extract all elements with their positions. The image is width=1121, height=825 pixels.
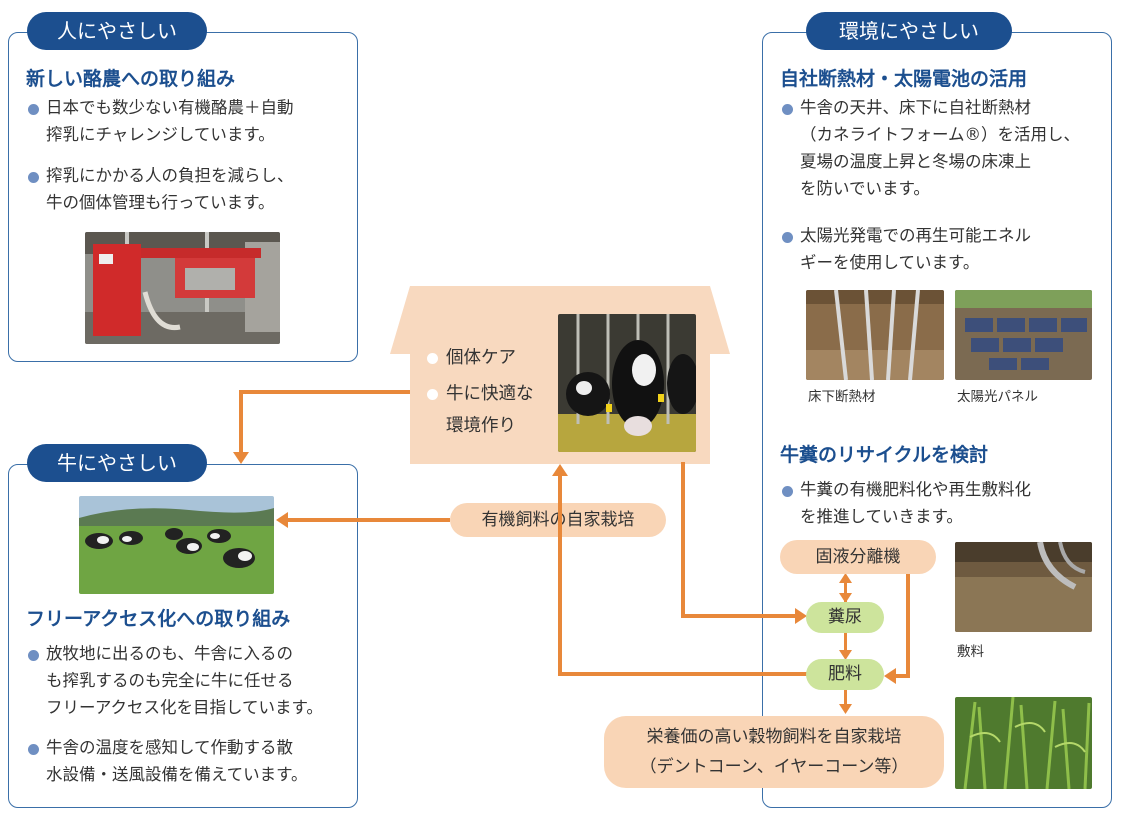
text-organic-dairy: 日本でも数少ない有機酪農＋自動 搾乳にチャレンジしています。 (46, 98, 294, 144)
heading-insulation-solar: 自社断熱材・太陽電池の活用 (780, 68, 1028, 90)
underfloor-insulation-photo (806, 290, 944, 380)
arrowhead-icon (276, 512, 288, 528)
bullet-icon (28, 172, 39, 183)
arrowhead-icon (839, 704, 852, 714)
bullet-icon (28, 744, 39, 755)
bedding-photo (955, 542, 1092, 632)
tab-cow-friendly: 牛にやさしい (27, 444, 207, 482)
text-insulation: 牛舎の天井、床下に自社断熱材 （カネライトフォーム®）を活用し、 夏場の温度上昇… (800, 98, 1081, 198)
arrowhead-icon (233, 452, 249, 464)
bullet-icon (28, 650, 39, 661)
grain-feed-line1: 栄養価の高い穀物飼料を自家栽培 (646, 727, 902, 747)
arrowhead-icon (552, 464, 568, 476)
barn-cows-photo (558, 314, 696, 452)
arrowhead-icon (795, 608, 807, 624)
heading-manure-recycle: 牛糞のリサイクルを検討 (780, 444, 989, 466)
bullet-icon (427, 353, 438, 364)
node-manure: 糞尿 (806, 602, 884, 633)
tab-eco-friendly: 環境にやさしい (806, 12, 1012, 50)
node-fertilizer: 肥料 (806, 659, 884, 690)
bullet-icon (782, 104, 793, 115)
text-reduce-burden: 搾乳にかかる人の負担を減らし、 牛の個体管理も行っています。 (46, 166, 294, 212)
arrow-line (288, 518, 450, 522)
arrow-line (681, 614, 797, 618)
caption-bedding: 敷料 (957, 644, 984, 660)
arrow-line (681, 462, 685, 618)
tab-people-friendly: 人にやさしい (27, 12, 207, 50)
caption-underfloor-insulation: 床下断熱材 (808, 389, 876, 405)
cows-pasture-photo (79, 496, 274, 594)
heading-free-access: フリーアクセス化への取り組み (26, 608, 291, 630)
house-item-individual-care: 個体ケア (446, 348, 516, 368)
milking-robot-photo (85, 232, 280, 344)
arrow-line (906, 558, 910, 678)
arrowhead-icon (839, 573, 852, 583)
arrowhead-icon (884, 668, 896, 684)
grain-feed-line2: （デントコーン、イヤーコーン等） (639, 757, 909, 777)
arrowhead-icon (839, 593, 852, 603)
bullet-icon (427, 389, 438, 400)
bullet-icon (28, 104, 39, 115)
bullet-icon (782, 232, 793, 243)
arrow-line (558, 672, 808, 676)
arrow-line (239, 390, 243, 456)
caption-solar-panel: 太陽光パネル (957, 389, 1038, 405)
text-solar: 太陽光発電での再生可能エネル ギーを使用しています。 (800, 226, 1031, 272)
arrow-line (844, 690, 847, 706)
text-manure-recycle: 牛糞の有機肥料化や再生敷料化 を推進していきます。 (800, 480, 1031, 526)
node-solid-liquid-separator: 固液分離機 (780, 540, 936, 574)
arrow-line (558, 476, 562, 676)
heading-new-dairy: 新しい酪農への取り組み (26, 68, 236, 90)
arrow-line (239, 390, 410, 394)
arrow-line (844, 632, 847, 652)
arrow-line (896, 674, 910, 678)
bullet-icon (782, 486, 793, 497)
text-sprinkler: 牛舎の温度を感知して作動する散 水設備・送風設備を備えています。 (46, 738, 308, 784)
arrow-line (844, 582, 847, 602)
node-grain-feed: 栄養価の高い穀物飼料を自家栽培 （デントコーン、イヤーコーン等） (604, 716, 944, 788)
arrowhead-icon (839, 650, 852, 660)
text-free-access: 放牧地に出るのも、牛舎に入るの も搾乳するのも完全に牛に任せる フリーアクセス化… (46, 644, 323, 717)
corn-field-photo (955, 697, 1092, 789)
solar-panel-photo (955, 290, 1092, 380)
house-item-comfort: 牛に快適な 環境作り (446, 384, 534, 436)
